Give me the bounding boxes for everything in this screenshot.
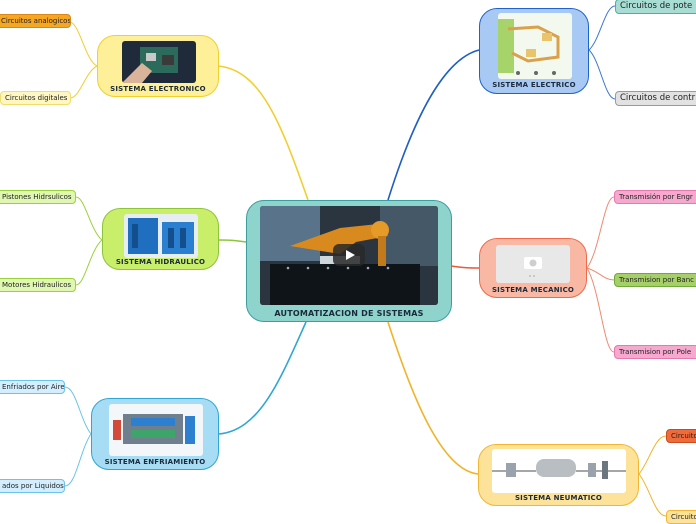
video-thumbnail[interactable]: [260, 206, 438, 305]
branch-title: SISTEMA ELECTRONICO: [110, 85, 206, 93]
branch-enfriamiento[interactable]: SISTEMA ENFRIAMIENTO: [91, 398, 219, 470]
branch-electronico[interactable]: SISTEMA ELECTRONICO: [97, 35, 219, 97]
robot-arm-image: [260, 206, 438, 305]
cooling-image: [109, 404, 203, 456]
leaf-enfriados-por-liquidos[interactable]: ados por Liquidos: [0, 479, 65, 493]
camera-placeholder-image: [496, 245, 570, 283]
leaf-neumatico-circuito-2[interactable]: Circuito: [666, 510, 696, 524]
leaf-enfriados-por-aire[interactable]: Enfriados por Aire: [0, 380, 65, 394]
play-button[interactable]: [333, 244, 365, 266]
electric-circuit-image: [498, 13, 572, 79]
branch-title: SISTEMA NEUMATICO: [514, 494, 603, 502]
electronics-image: [122, 41, 196, 83]
pneumatic-image: [492, 449, 626, 493]
leaf-circuitos-digitales[interactable]: Circuitos digitales: [0, 91, 71, 105]
branch-electrico[interactable]: SISTEMA ELECTRICO: [479, 8, 589, 94]
branch-mecanico[interactable]: SISTEMA MECANICO: [479, 238, 587, 298]
branch-title: SISTEMA MECANICO: [491, 286, 575, 294]
leaf-neumatico-circuito-1[interactable]: Circuito: [666, 429, 696, 443]
hydraulic-image: [124, 214, 198, 258]
branch-neumatico[interactable]: SISTEMA NEUMATICO: [478, 444, 639, 506]
branch-title: SISTEMA ENFRIAMIENTO: [104, 458, 206, 466]
branch-title: SISTEMA HIDRAULICO: [115, 258, 206, 266]
leaf-circuitos-de-potencia[interactable]: Circuitos de pote: [615, 0, 696, 14]
leaf-circuitos-de-control[interactable]: Circuitos de contr: [615, 91, 696, 106]
leaf-transmision-engranajes[interactable]: Transmisión por Engr: [614, 190, 696, 204]
leaf-pistones-hidraulicos[interactable]: Pistones Hidrsulicos: [0, 190, 76, 204]
branch-title: SISTEMA ELECTRICO: [492, 81, 576, 89]
leaf-transmision-bandas[interactable]: Transmision por Banc: [614, 273, 696, 287]
leaf-transmision-poleas[interactable]: Transmision por Pole: [614, 345, 696, 359]
leaf-motores-hidraulicos[interactable]: Motores Hidraulicos: [0, 278, 76, 292]
leaf-circuitos-analogicos[interactable]: Circuitos analogicos: [0, 14, 71, 28]
central-title: AUTOMATIZACION DE SISTEMAS: [274, 309, 424, 318]
branch-hidraulico[interactable]: SISTEMA HIDRAULICO: [102, 208, 219, 270]
central-node[interactable]: AUTOMATIZACION DE SISTEMAS: [246, 200, 452, 322]
camera-icon: [524, 257, 542, 277]
